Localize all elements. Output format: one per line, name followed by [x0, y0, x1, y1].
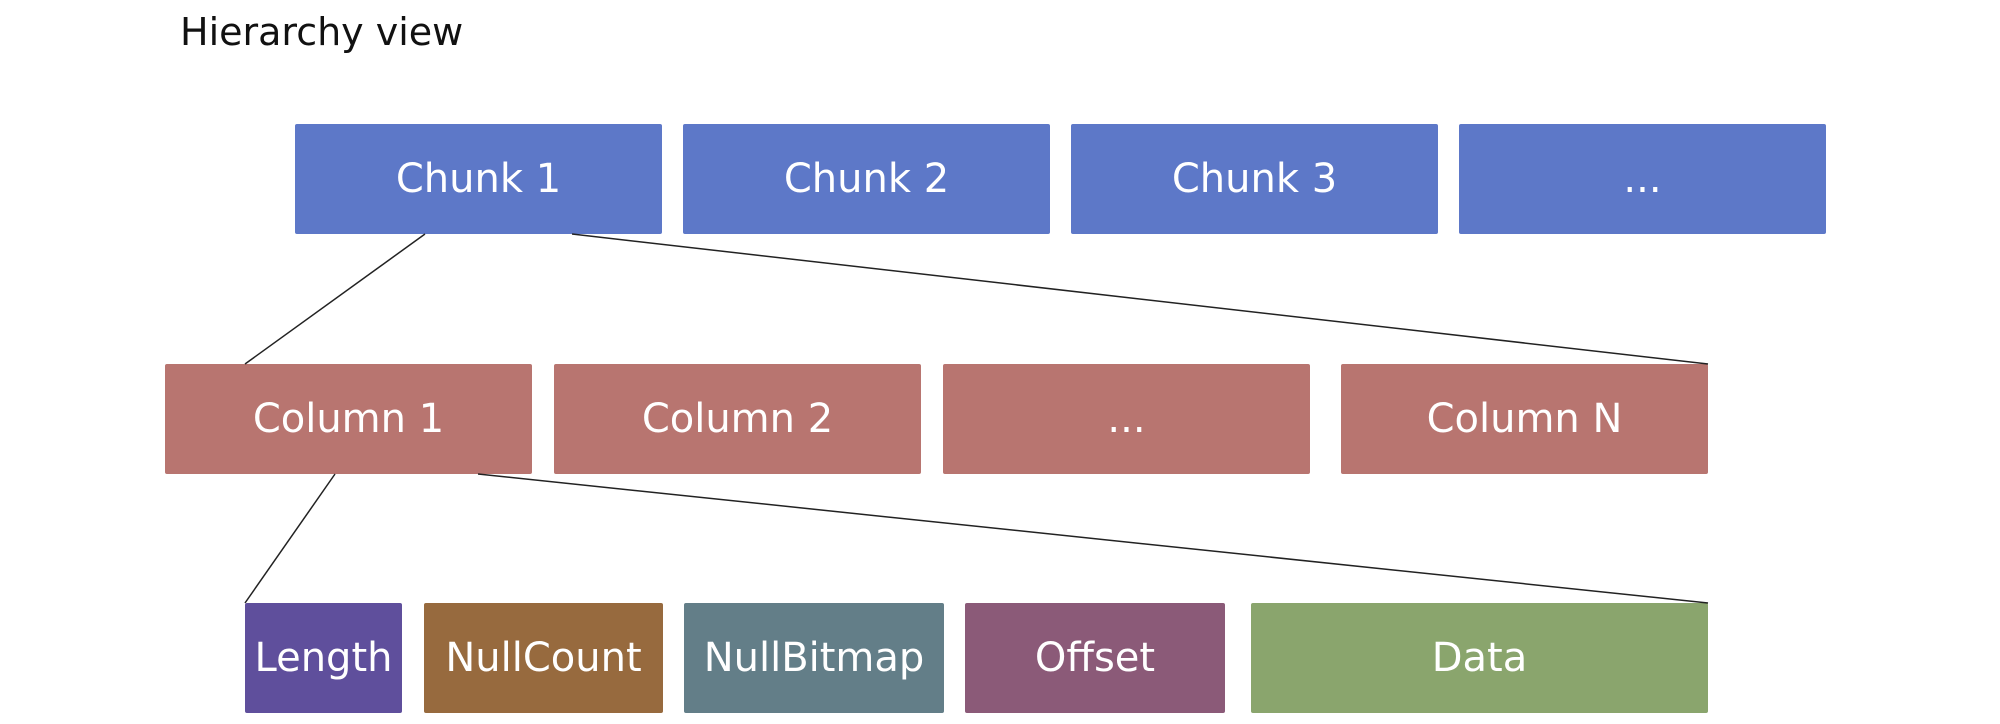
diagram-title: Hierarchy view: [180, 10, 464, 54]
field-box-data: Data: [1251, 603, 1708, 713]
chunk-to-column-right-line: [571, 233, 1709, 365]
chunk-to-column-left-line: [244, 233, 426, 365]
field-box-nullbitmap: NullBitmap: [684, 603, 944, 713]
column-to-field-left-line: [244, 473, 336, 604]
chunk-box-1: Chunk 1: [295, 124, 662, 234]
column-box-ellipsis: ...: [943, 364, 1310, 474]
column-box-2: Column 2: [554, 364, 921, 474]
column-to-field-right-line: [477, 473, 1709, 604]
column-box-1: Column 1: [165, 364, 532, 474]
chunk-box-2: Chunk 2: [683, 124, 1050, 234]
field-box-nullcount: NullCount: [424, 603, 663, 713]
field-box-offset: Offset: [965, 603, 1225, 713]
chunk-box-ellipsis: ...: [1459, 124, 1826, 234]
chunk-box-3: Chunk 3: [1071, 124, 1438, 234]
field-box-length: Length: [245, 603, 402, 713]
column-box-n: Column N: [1341, 364, 1708, 474]
